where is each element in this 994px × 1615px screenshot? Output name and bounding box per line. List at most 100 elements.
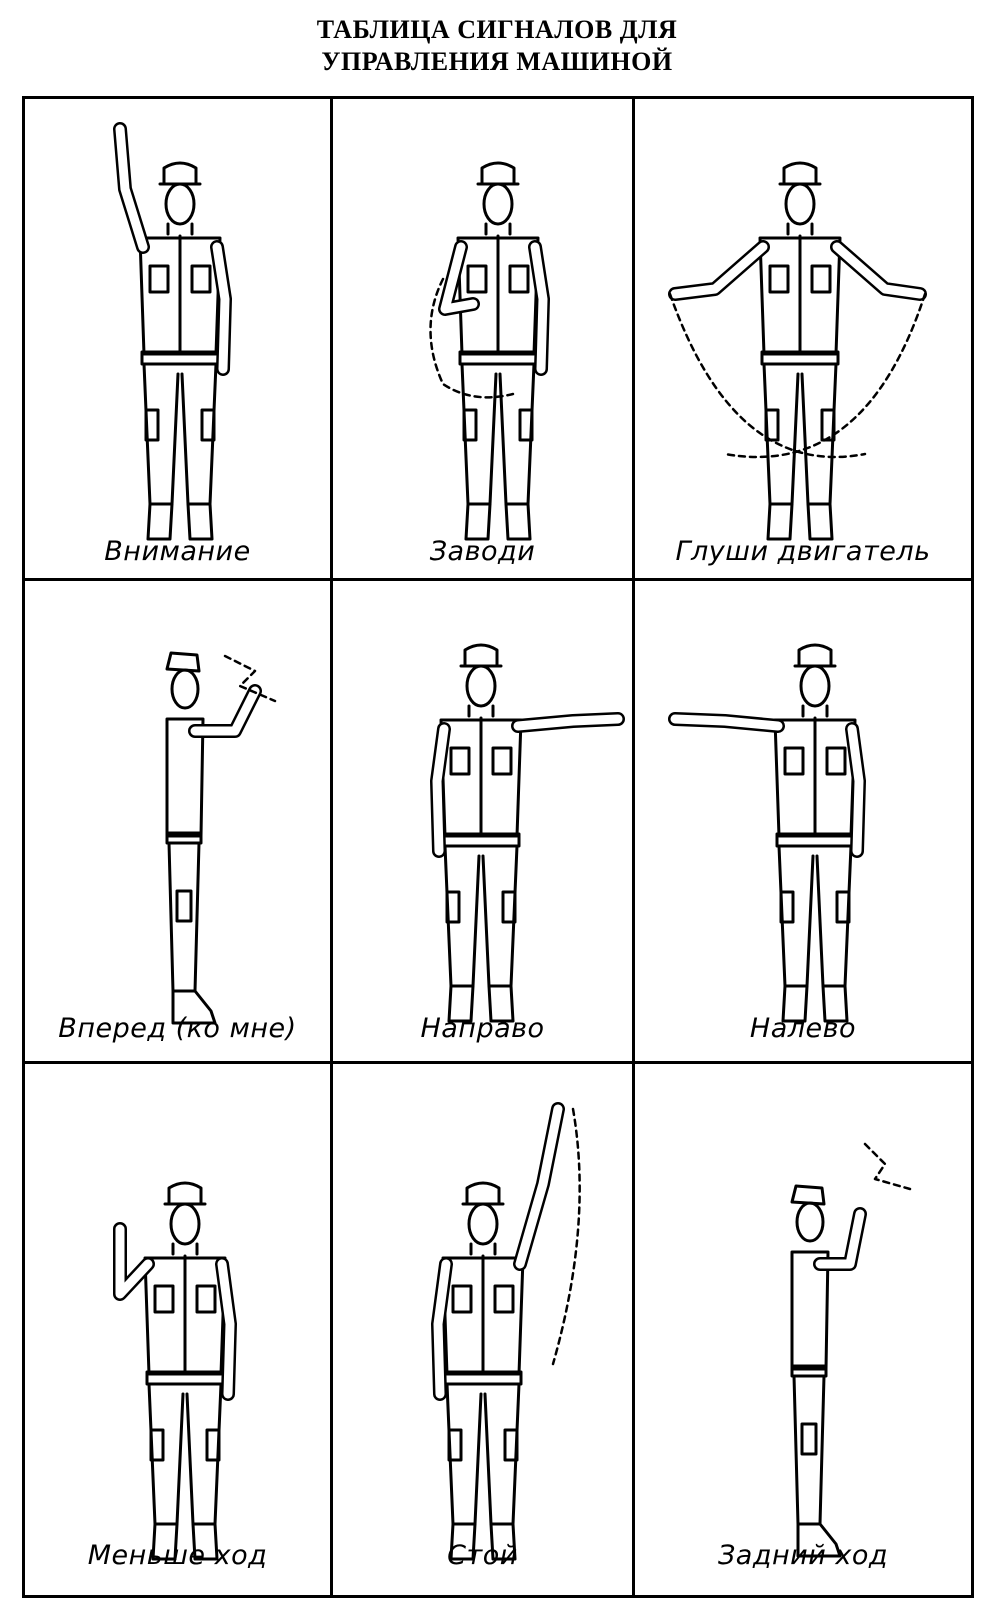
signal-caption: Налево: [749, 1013, 857, 1044]
signal-caption: Заводи: [429, 536, 536, 567]
signal-caption: Вперед (ко мне): [58, 1013, 297, 1044]
right-leg: [180, 362, 218, 506]
signal-caption: Внимание: [104, 536, 251, 567]
swing-path-1: [668, 292, 867, 459]
left-boot: [447, 984, 475, 1023]
lowered-arm-fill: [847, 724, 864, 856]
extended-arm-fill: [513, 714, 623, 731]
chest-pocket: [508, 264, 530, 294]
head: [169, 1202, 201, 1246]
signal-cell-reverse: Задний ход: [635, 1064, 971, 1595]
chest-pocket: [768, 264, 790, 294]
signal-cell-attention: Внимание: [25, 99, 330, 578]
neck: [171, 1242, 199, 1256]
boot: [171, 989, 217, 1025]
left-leg: [460, 362, 498, 506]
signal-caption: Глуши двигатель: [675, 536, 931, 567]
raised-arm-fill: [515, 1104, 563, 1269]
left-boot: [449, 1522, 477, 1561]
leg-pocket: [800, 1422, 818, 1456]
signal-cell-start-engine: Заводи: [333, 99, 632, 578]
title-line-1: ТАБЛИЦА СИГНАЛОВ ДЛЯ: [316, 15, 678, 44]
neck: [801, 704, 829, 718]
left-leg: [147, 1382, 185, 1526]
leg-pocket: [149, 1428, 165, 1462]
row-divider: [25, 1061, 971, 1064]
zigzag: [863, 1142, 912, 1191]
left-leg: [777, 844, 815, 988]
chest-pocket: [466, 264, 488, 294]
signal-cell-stop-engine: Глуши двигатель: [635, 99, 971, 578]
signal-cell-turn-left: Налево: [635, 581, 971, 1061]
chest-pocket: [491, 746, 513, 776]
leg-pocket: [779, 890, 795, 924]
raised-arm-fill: [115, 124, 148, 252]
chest-pocket: [148, 264, 170, 294]
cap: [165, 651, 201, 673]
jacket: [441, 1256, 525, 1376]
leg-pocket: [200, 408, 216, 442]
cap: [167, 1181, 203, 1206]
right-boot: [806, 502, 834, 541]
cap: [162, 161, 198, 186]
right-boot: [504, 502, 532, 541]
waving-arm-fill: [190, 686, 260, 736]
cap: [480, 161, 516, 186]
leg-pocket: [835, 890, 851, 924]
right-leg: [483, 1382, 521, 1526]
signal-cell-stop: Стой: [333, 1064, 632, 1595]
signal-caption: Направо: [420, 1013, 545, 1044]
leg-pocket: [175, 889, 193, 923]
lowered-arm-fill: [212, 242, 230, 374]
left-arm-fill: [670, 242, 768, 299]
chest-pocket: [825, 746, 847, 776]
circle-path: [429, 277, 515, 399]
left-leg: [762, 362, 800, 506]
cap: [797, 643, 833, 668]
leg-pocket: [205, 1428, 221, 1462]
head: [170, 668, 200, 710]
chest-pocket: [449, 746, 471, 776]
chest-pocket: [195, 1284, 217, 1314]
row-divider: [25, 578, 971, 581]
head: [784, 182, 816, 226]
right-boot: [191, 1522, 219, 1561]
leg-pocket: [820, 408, 836, 442]
right-boot: [487, 984, 515, 1023]
signal-caption: Меньше ход: [87, 1540, 268, 1571]
signal-cell-turn-right: Направо: [333, 581, 632, 1061]
neck: [484, 222, 512, 236]
belt: [165, 831, 203, 845]
chest-pocket: [810, 264, 832, 294]
lowered-arm-fill: [432, 724, 449, 856]
jacket: [456, 236, 540, 356]
jacket: [758, 236, 842, 356]
belt: [790, 1364, 828, 1378]
boot: [796, 1522, 842, 1558]
cap: [465, 1181, 501, 1206]
raised-hand-arm-fill: [115, 1224, 153, 1299]
head: [799, 664, 831, 708]
chest-pocket: [190, 264, 212, 294]
right-leg: [800, 362, 838, 506]
chest-pocket: [493, 1284, 515, 1314]
column-divider: [330, 99, 333, 1595]
right-leg: [815, 844, 853, 988]
belt: [760, 350, 840, 366]
extended-arm-fill: [670, 714, 783, 731]
cap: [463, 643, 499, 668]
jacket: [143, 1256, 227, 1376]
figure-turn-right: [430, 643, 625, 1023]
signals-table: Внимание Заводи Глуши двигатель Вперед (…: [22, 96, 974, 1598]
left-boot: [146, 502, 174, 541]
right-arm-fill: [832, 242, 925, 299]
column-divider: [632, 99, 635, 1595]
head: [482, 182, 514, 226]
neck: [467, 704, 495, 718]
title-line-2: УПРАВЛЕНИЯ МАШИНОЙ: [321, 47, 673, 76]
leg-pocket: [503, 1428, 519, 1462]
right-boot: [186, 502, 214, 541]
lowering-arc: [551, 1107, 581, 1366]
head: [795, 1201, 825, 1243]
left-boot: [151, 1522, 179, 1561]
